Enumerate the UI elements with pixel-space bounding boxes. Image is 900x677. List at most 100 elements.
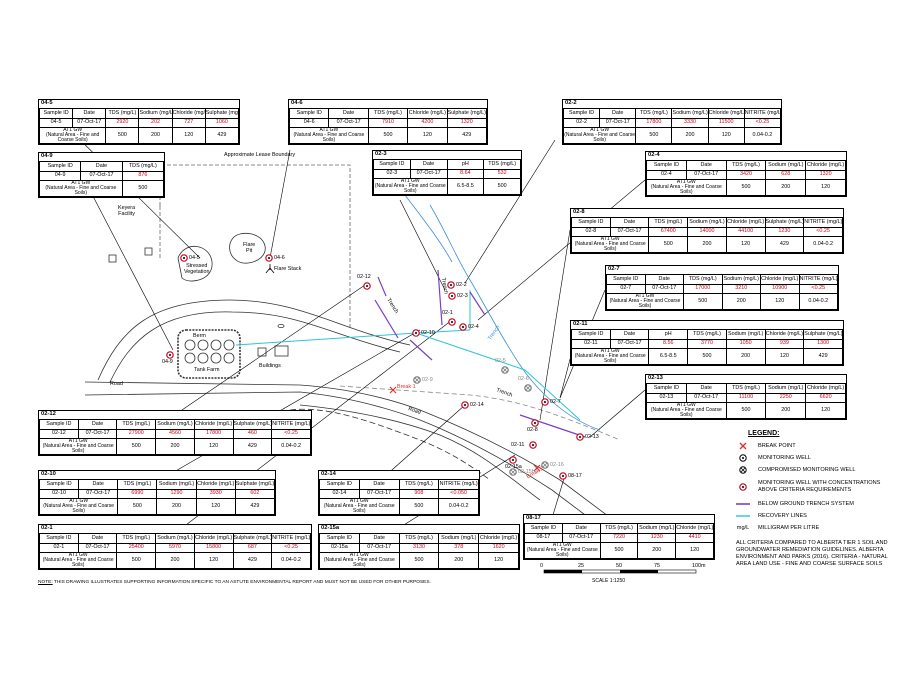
header-cell: Chloride (mg/L) (478, 533, 519, 544)
criteria-label: AT1 GW (Natural Area - Fine and Coarse S… (646, 402, 727, 419)
well-label: 02-4 (468, 324, 479, 330)
well-02-14 (461, 401, 469, 409)
header-cell: Date (644, 274, 684, 285)
value-cell: 2920 (105, 117, 140, 128)
value-cell: 04-9 (38, 170, 82, 181)
value-cell: 17800 (193, 428, 234, 439)
criteria-cell: 120 (407, 127, 448, 144)
header-cell: TDS (mg/L) (725, 383, 767, 394)
value-cell: 02-1 (39, 542, 79, 553)
legend-title: LEGEND: (748, 430, 780, 437)
well-label: 02-5 (495, 358, 506, 364)
scale-tick-label: 25 (578, 563, 584, 569)
legend-item: BREAK POINT (736, 440, 896, 452)
criteria-cell: 429 (446, 127, 488, 144)
header-cell: Sulphate (mg/L) (232, 419, 273, 430)
value-cell: 378 (438, 542, 480, 553)
criteria-cell: 500 (117, 498, 158, 515)
callout-title: 02-3 (375, 151, 387, 157)
criteria-cell: 500 (687, 348, 727, 365)
criteria-label: AT1 GW (Natural Area - Fine and Coarse S… (570, 236, 650, 253)
header-cell: NITRITE (mg/L) (743, 108, 782, 119)
well-02-1 (448, 318, 456, 326)
value-cell: 07-Oct-17 (561, 532, 601, 543)
criteria-cell: 429 (764, 236, 805, 253)
header-cell: Sodium (mg/L) (155, 533, 195, 544)
header-cell: Chloride (mg/L) (725, 217, 766, 228)
callout-title: 02-12 (41, 411, 56, 417)
monitoring-wells (166, 254, 584, 480)
well-label: 04-5 (189, 255, 200, 261)
header-cell: TDS (mg/L) (483, 159, 521, 170)
value-cell: 7910 (367, 117, 409, 128)
criteria-cell: 429 (204, 127, 240, 144)
value-cell: 02-13 (646, 392, 687, 403)
value-cell: 1230 (637, 532, 677, 543)
value-cell: <0.25 (803, 226, 843, 237)
criteria-label: AT1 GW (Natural Area - Fine and Coarse S… (38, 438, 118, 455)
scale-bar (543, 569, 697, 574)
scale-label: SCALE 1:1250 (592, 578, 626, 584)
header-cell: TDS (mg/L) (121, 161, 165, 172)
well-label: 02-2 (456, 282, 467, 288)
mgl-text: mg/L (736, 525, 750, 531)
well-label: 02-10 (421, 330, 435, 336)
flare-stack-icon (265, 264, 275, 274)
header-cell: Sample ID (562, 108, 601, 119)
header-cell: Sodium (mg/L) (155, 419, 195, 430)
well-label: 02-11 (511, 442, 525, 448)
legend-item: COMPROMISED MONITORING WELL (736, 464, 896, 476)
header-cell: Chloride (mg/L) (171, 108, 206, 119)
header-cell: NITRITE (mg/L) (803, 217, 843, 228)
well-label: 02-14 (470, 402, 484, 408)
header-cell: TDS (mg/L) (116, 533, 157, 544)
legend-label: BREAK POINT (758, 443, 796, 449)
header-cell: Date (358, 479, 400, 490)
tank-farm-label: Tank Farm (194, 367, 220, 373)
building-1 (257, 347, 267, 357)
criteria-label: AT1 GW (Natural Area - Fine and Coarse S… (319, 498, 400, 515)
header-cell: Sample ID (319, 533, 360, 544)
header-cell: Date (685, 160, 727, 171)
value-cell: 67400 (648, 226, 689, 237)
header-cell: Sulphate (mg/L) (204, 108, 240, 119)
value-cell: 27900 (116, 428, 157, 439)
header-cell: NITRITE (mg/L) (271, 533, 311, 544)
criteria-cell: 0.04-0.2 (743, 127, 782, 144)
header-cell: Sodium (mg/L) (637, 523, 677, 534)
criteria-label: AT1 GW (Natural Area - Fine and Coarse S… (38, 498, 119, 515)
header-cell: Chloride (mg/L) (193, 419, 234, 430)
value-cell: 02-12 (39, 428, 79, 439)
header-cell: Date (609, 329, 650, 340)
callout-title: 02-10 (41, 471, 56, 477)
criteria-cell: 120 (171, 127, 206, 144)
criteria-cell: 500 (398, 498, 440, 515)
value-cell: 02-3 (373, 168, 411, 179)
scale-tick-label: 50 (616, 563, 622, 569)
criteria-cell: 0.04-0.2 (803, 236, 843, 253)
value-cell: 6620 (805, 392, 846, 403)
legend-label: MILLIGRAM PER LITRE (758, 525, 820, 531)
legend-label: RECOVERY LINES (758, 513, 807, 519)
trench-line-icon (736, 502, 750, 506)
value-cell: 07-Oct-17 (644, 283, 684, 294)
value-cell: <0.25 (271, 428, 311, 439)
criteria-label: AT1 GW (Natural Area - Fine and Coarse S… (38, 127, 107, 144)
value-cell: 07-Oct-17 (77, 428, 118, 439)
callout-title: 02-8 (573, 209, 585, 215)
value-cell: 07-Oct-17 (599, 117, 637, 128)
well-02-16 (541, 461, 549, 469)
criteria-cell: 200 (765, 179, 807, 196)
legend-item: mg/L MILLIGRAM PER LITRE (736, 522, 896, 534)
well-label: 02-16 (550, 462, 564, 468)
groundwater-contour (429, 204, 601, 431)
building-2 (274, 345, 289, 357)
criteria-cell: 200 (438, 552, 480, 569)
value-cell: 3770 (687, 338, 727, 349)
header-cell: Chloride (mg/L) (760, 274, 800, 285)
